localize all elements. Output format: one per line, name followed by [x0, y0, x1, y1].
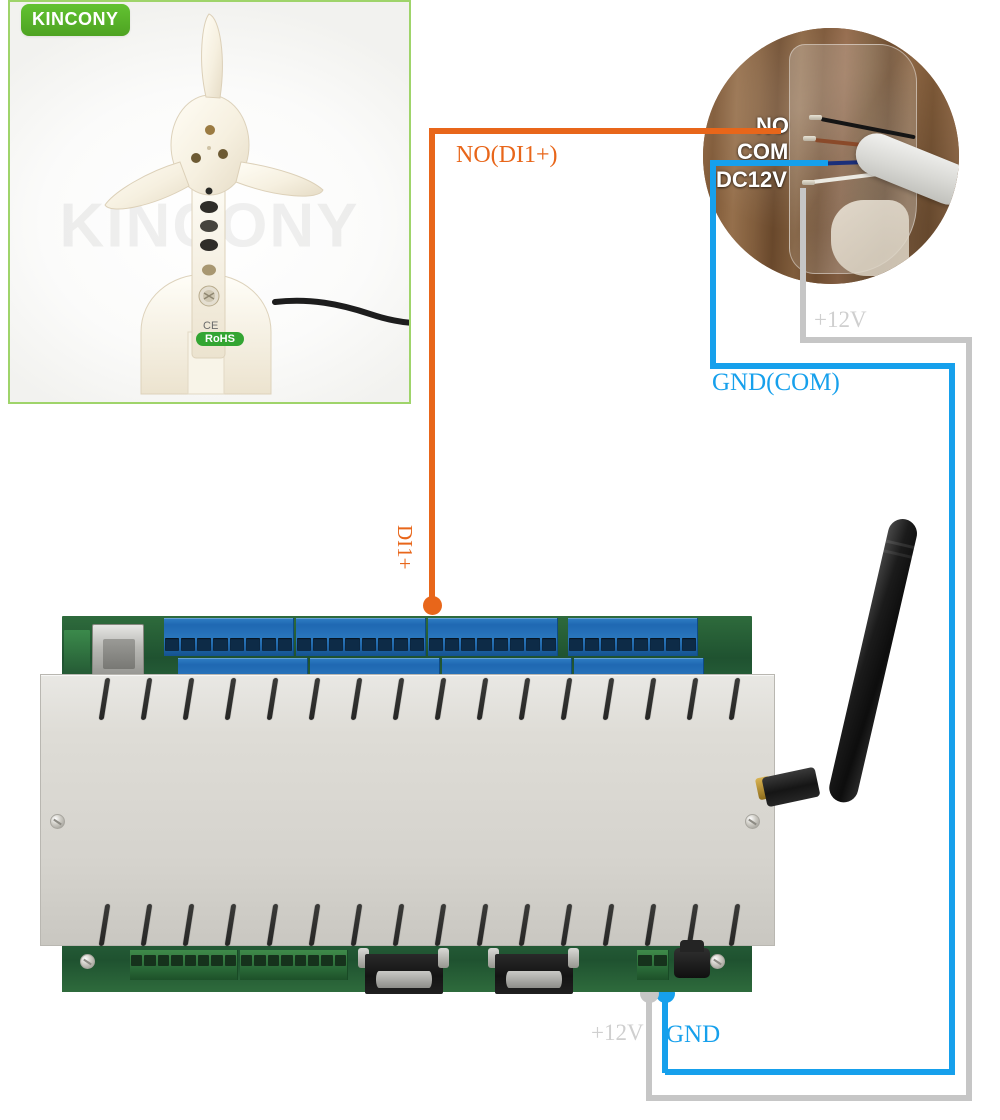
label-12v-bottom: +12V	[591, 1020, 644, 1045]
wind-sensor-illustration	[104, 13, 409, 395]
terminal-label-no: NO	[756, 113, 789, 138]
db9-screw-post	[438, 948, 449, 968]
metal-enclosure	[40, 674, 775, 946]
wire-orange-horizontal	[429, 128, 781, 134]
sensor-base-shape	[831, 200, 909, 276]
terminal-block-row1-group4[interactable]	[568, 618, 698, 656]
ce-mark: CE	[203, 320, 219, 332]
wire-gray-vertical-right	[966, 337, 972, 1101]
green-terminal-block-1[interactable]	[130, 950, 238, 980]
db9-serial-port-2	[495, 954, 573, 994]
sensor-terminal-closeup	[703, 28, 959, 284]
wire-gray-horizontal-top	[800, 337, 972, 343]
wire-gray-horizontal-bottom	[646, 1095, 972, 1101]
wire-tip-white	[802, 180, 815, 185]
enclosure-screw	[710, 954, 725, 969]
rohs-badge: RoHS	[196, 332, 244, 346]
enclosure-screw	[50, 814, 65, 829]
terminal-label-com: COM	[737, 139, 789, 164]
wire-orange-endpoint-dot	[423, 596, 442, 615]
label-gnd-com: GND(COM)	[712, 369, 840, 396]
db9-screw-post	[568, 948, 579, 968]
wire-blue-vertical-board	[662, 993, 668, 1073]
power-module	[64, 630, 90, 682]
label-no-di1: NO(DI1+)	[456, 142, 558, 168]
wifi-antenna-rod	[826, 516, 920, 806]
label-di1-plus: DI1+	[393, 525, 417, 570]
wire-tip-black	[809, 115, 822, 120]
terminal-block-row1-group3[interactable]	[428, 618, 558, 656]
db9-screw-post	[488, 948, 499, 968]
dc-power-jack	[674, 940, 710, 978]
wire-gray-vertical-top	[800, 188, 806, 343]
green-terminal-power[interactable]	[637, 950, 669, 980]
wire-orange-vertical	[429, 128, 435, 605]
wire-blue-vertical-right	[949, 363, 955, 1075]
terminal-block-row1-group1[interactable]	[164, 618, 294, 656]
enclosure-screw	[80, 954, 95, 969]
wire-gray-vertical-board	[646, 993, 652, 1099]
enclosure-screw	[745, 814, 760, 829]
terminal-label-dc12v: DC12V	[716, 167, 787, 192]
label-12v-top: +12V	[814, 307, 867, 332]
wire-blue-horizontal-bottom	[665, 1069, 955, 1075]
wire-tip-brown	[803, 136, 816, 141]
kincony-logo: KINCONY	[21, 4, 130, 36]
label-gnd-bottom: GND	[666, 1021, 721, 1048]
wire-blue-vertical-left	[710, 160, 716, 369]
db9-serial-port-1	[365, 954, 443, 994]
db9-screw-post	[358, 948, 369, 968]
wire-blue-horizontal-mid	[710, 363, 955, 369]
wire-blue-horizontal-top	[710, 160, 828, 166]
controller-board	[40, 616, 775, 1016]
terminal-block-row1-group2[interactable]	[296, 618, 426, 656]
green-terminal-block-2[interactable]	[240, 950, 348, 980]
sensor-product-photo: KINCONY	[8, 0, 411, 404]
